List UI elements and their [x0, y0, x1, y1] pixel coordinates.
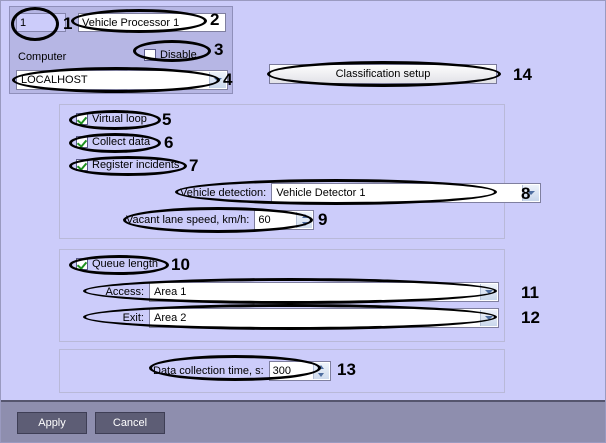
data-collection-time-label: Data collection time, s: — [153, 365, 264, 377]
register-incidents-checkbox[interactable] — [76, 159, 88, 171]
chevron-down-icon[interactable] — [209, 72, 226, 88]
exit-select-value: Area 2 — [154, 312, 187, 324]
queue-length-checkbox-row[interactable]: Queue length — [76, 258, 158, 270]
dialog-footer: Apply Cancel — [1, 400, 605, 442]
exit-select[interactable]: Area 2 — [149, 308, 499, 328]
data-collection-time-stepper[interactable]: 300 — [268, 361, 331, 381]
object-name-input[interactable]: Vehicle Processor 1 — [78, 13, 226, 32]
vehicle-detection-value: Vehicle Detector 1 — [276, 187, 366, 199]
spinner-up-icon[interactable] — [297, 212, 312, 220]
computer-select[interactable]: LOCALHOST — [16, 70, 228, 90]
vehicle-detection-row: Vehicle detection: Vehicle Detector 1 — [180, 183, 542, 203]
queue-settings-group: Queue length Access: Area 1 Exit: Area 2 — [59, 249, 505, 342]
data-collection-time-value: 300 — [272, 365, 292, 377]
register-incidents-label: Register incidents — [92, 159, 180, 171]
collect-data-label: Collect data — [92, 136, 151, 148]
virtual-loop-checkbox[interactable] — [76, 113, 88, 125]
spinner-buttons[interactable] — [296, 212, 313, 228]
spinner-down-icon[interactable] — [297, 220, 312, 228]
queue-length-checkbox[interactable] — [76, 258, 88, 270]
detection-settings-group: Virtual loop Collect data Register incid… — [59, 104, 542, 239]
spinner-buttons[interactable] — [312, 363, 329, 379]
virtual-loop-checkbox-row[interactable]: Virtual loop — [76, 113, 147, 125]
vacant-lane-speed-label: Vacant lane speed, km/h: — [126, 214, 250, 226]
data-collection-time-group: Data collection time, s: 300 — [59, 349, 505, 393]
computer-select-value: LOCALHOST — [21, 74, 88, 86]
vehicle-detection-select[interactable]: Vehicle Detector 1 — [271, 183, 542, 203]
chevron-down-icon[interactable] — [480, 310, 497, 326]
dialog-content-area: 1 Vehicle Processor 1 Computer Disable L… — [1, 1, 605, 400]
access-select-value: Area 1 — [154, 286, 187, 298]
apply-button[interactable]: Apply — [17, 412, 87, 434]
classification-setup-button[interactable]: Classification setup — [269, 64, 497, 84]
exit-row: Exit: Area 2 — [92, 308, 499, 328]
queue-length-label: Queue length — [92, 258, 159, 270]
data-collection-time-row: Data collection time, s: 300 — [153, 361, 331, 381]
cancel-button[interactable]: Cancel — [95, 412, 165, 434]
computer-label: Computer — [18, 51, 67, 63]
spinner-up-icon[interactable] — [314, 363, 329, 371]
collect-data-checkbox[interactable] — [76, 136, 88, 148]
vacant-lane-speed-row: Vacant lane speed, km/h: 60 — [126, 210, 315, 230]
access-label: Access: — [105, 286, 144, 298]
object-id-input[interactable]: 1 — [16, 13, 66, 32]
access-row: Access: Area 1 — [92, 282, 499, 302]
chevron-down-icon[interactable] — [522, 185, 540, 201]
virtual-loop-label: Virtual loop — [92, 113, 147, 125]
identification-panel: 1 Vehicle Processor 1 Computer Disable L… — [9, 6, 233, 94]
vehicle-detection-label: Vehicle detection: — [180, 187, 267, 199]
vacant-lane-speed-stepper[interactable]: 60 — [254, 210, 315, 230]
chevron-down-icon[interactable] — [480, 284, 497, 300]
spinner-down-icon[interactable] — [314, 371, 329, 379]
disable-checkbox[interactable] — [144, 49, 156, 61]
disable-label: Disable — [160, 49, 197, 61]
vacant-lane-speed-value: 60 — [258, 214, 271, 226]
collect-data-checkbox-row[interactable]: Collect data — [76, 136, 150, 148]
access-select[interactable]: Area 1 — [149, 282, 499, 302]
exit-label: Exit: — [122, 312, 144, 324]
register-incidents-checkbox-row[interactable]: Register incidents — [76, 159, 179, 171]
disable-checkbox-row[interactable]: Disable — [144, 49, 197, 61]
